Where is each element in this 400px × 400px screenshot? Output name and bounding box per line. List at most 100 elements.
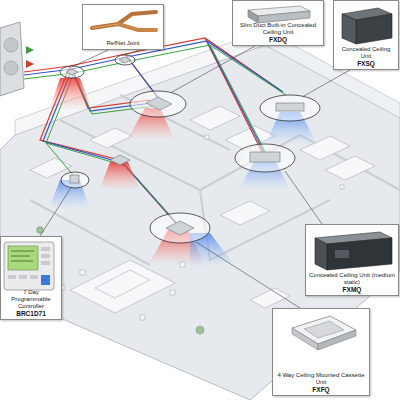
control-wire-green	[24, 45, 286, 228]
medium-static-unit-picture-part	[315, 232, 392, 244]
cassette-unit-picture-part	[304, 321, 344, 338]
unit-name: Slim Duct Built-in Concealed Ceiling Uni…	[235, 22, 321, 36]
furniture-part	[80, 270, 85, 275]
slim-duct-picture-part	[248, 10, 258, 23]
highlight-ellipse-part	[60, 66, 84, 78]
indoor-unit	[66, 57, 304, 235]
unit-name: RefNet Joint	[106, 40, 139, 47]
controller-picture-part	[19, 275, 27, 279]
refrigerant-pipe-blue-part	[207, 41, 265, 154]
air-flow-warm-part	[100, 162, 140, 190]
controller-picture-part	[8, 275, 16, 279]
highlight-ellipse-part	[130, 91, 186, 117]
indoor-unit-part	[66, 69, 78, 75]
callout-box: Slim Duct Built-in Concealed Ceiling Uni…	[232, 0, 324, 46]
model-code: FXDQ	[269, 36, 287, 44]
controller-picture-part	[41, 247, 50, 251]
callout-box: Concealed Ceiling UnitFXSQ	[333, 0, 399, 70]
refnet-joint-picture-part	[118, 24, 156, 30]
furniture-part	[170, 290, 175, 295]
leader-line-part	[196, 242, 300, 308]
cassette-unit-picture-part	[292, 316, 356, 344]
highlight-ellipse-part	[61, 172, 89, 188]
outdoor-unit-part	[4, 38, 18, 52]
unit-name: Concealed Ceiling Unit (medium static)	[308, 272, 396, 286]
indoor-unit-part	[250, 152, 280, 162]
highlight-ellipse-part	[115, 55, 135, 65]
leader-line-part	[40, 186, 72, 236]
highlight-ellipse-part	[260, 95, 320, 121]
indoor-unit-part	[119, 57, 131, 63]
refnet-joint-picture-part	[92, 24, 118, 28]
indoor-unit-part	[146, 97, 172, 110]
controller-picture-part	[11, 256, 30, 257]
cassette-unit-picture-part	[292, 328, 318, 350]
furniture-part	[205, 135, 209, 139]
furniture-part	[220, 201, 270, 225]
indoor-unit-part	[70, 175, 79, 183]
model-code: FXMQ	[343, 286, 362, 294]
leader-line-part	[125, 50, 140, 55]
controller-picture-part	[8, 246, 38, 270]
medium-static-unit-picture-part	[335, 250, 349, 258]
indoor-unit-part	[276, 103, 304, 111]
concealed-unit-picture	[342, 8, 392, 44]
highlight-ellipse-part	[150, 213, 210, 243]
concealed-unit-picture-part	[342, 14, 356, 44]
plant-part	[196, 326, 204, 334]
outdoor-unit-part	[26, 46, 34, 54]
air-flow-warm-part	[50, 78, 92, 110]
outdoor-unit-part	[26, 60, 34, 68]
cassette-unit-picture-part	[318, 330, 356, 350]
model-code: FXFQ	[312, 386, 329, 394]
refnet-joint-picture-part	[92, 12, 156, 28]
refrigerant-pipe-red-part	[205, 38, 262, 152]
furniture-part	[325, 156, 375, 180]
outdoor-unit	[0, 22, 34, 96]
controller-picture-part	[41, 254, 50, 258]
furniture-part	[95, 270, 150, 298]
slim-duct-picture	[248, 6, 310, 23]
leader-line-part	[302, 70, 350, 97]
model-code: BRC1D71	[16, 310, 46, 318]
medium-static-unit-picture-part	[327, 238, 392, 270]
medium-static-unit-picture-part	[315, 238, 327, 270]
callout-box: 7 Day Programmable ControllerBRC1D71	[0, 236, 62, 320]
unit-name: Concealed Ceiling Unit	[336, 46, 396, 60]
furniture-part	[70, 260, 175, 313]
concealed-unit-picture-part	[342, 8, 392, 20]
model-code: FXSQ	[357, 60, 375, 68]
outdoor-unit-part	[0, 22, 24, 96]
callout-box: Concealed Ceiling Unit (medium static)FX…	[305, 224, 399, 296]
furniture-part	[140, 315, 145, 320]
controller-picture-part	[11, 261, 33, 262]
leader-line-part	[285, 171, 322, 224]
medium-static-unit-picture	[315, 232, 392, 270]
furniture-part	[340, 185, 344, 189]
highlight-ellipse	[60, 55, 320, 243]
cassette-unit-picture	[292, 316, 356, 350]
unit-name: 7 Day Programmable Controller	[3, 289, 59, 310]
controller-picture-part	[30, 275, 38, 279]
controller-picture-part	[41, 261, 50, 265]
refnet-joint-picture	[92, 12, 156, 30]
furniture-part	[190, 106, 240, 130]
leader-line	[40, 46, 350, 308]
highlight-ellipse-part	[235, 144, 295, 172]
floor-plan	[0, 30, 400, 400]
callout-box: RefNet Joint	[82, 4, 164, 50]
control-wire-green-part	[210, 45, 268, 157]
controller-picture	[4, 242, 54, 290]
slim-duct-picture-part	[248, 6, 310, 16]
leader-line-part	[72, 50, 108, 67]
furniture-part	[90, 128, 132, 148]
controller-picture-part	[41, 275, 50, 285]
air-flow-cool	[50, 112, 318, 268]
controller-picture-part	[11, 251, 34, 252]
indoor-unit-part	[110, 155, 130, 165]
leader-line-part	[172, 46, 255, 92]
callout-box: 4 Way Ceiling Mounted Cassette UnitFXFQ	[272, 308, 370, 396]
